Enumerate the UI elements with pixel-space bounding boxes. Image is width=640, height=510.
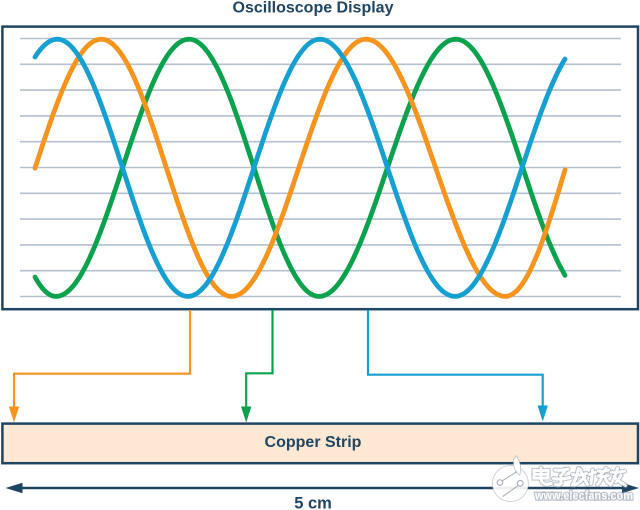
svg-text:5 cm: 5 cm bbox=[294, 495, 332, 510]
svg-text:www.elecfans.com: www.elecfans.com bbox=[534, 489, 633, 503]
svg-text:Oscilloscope Display: Oscilloscope Display bbox=[233, 0, 394, 16]
svg-text:Copper Strip: Copper Strip bbox=[265, 434, 362, 451]
